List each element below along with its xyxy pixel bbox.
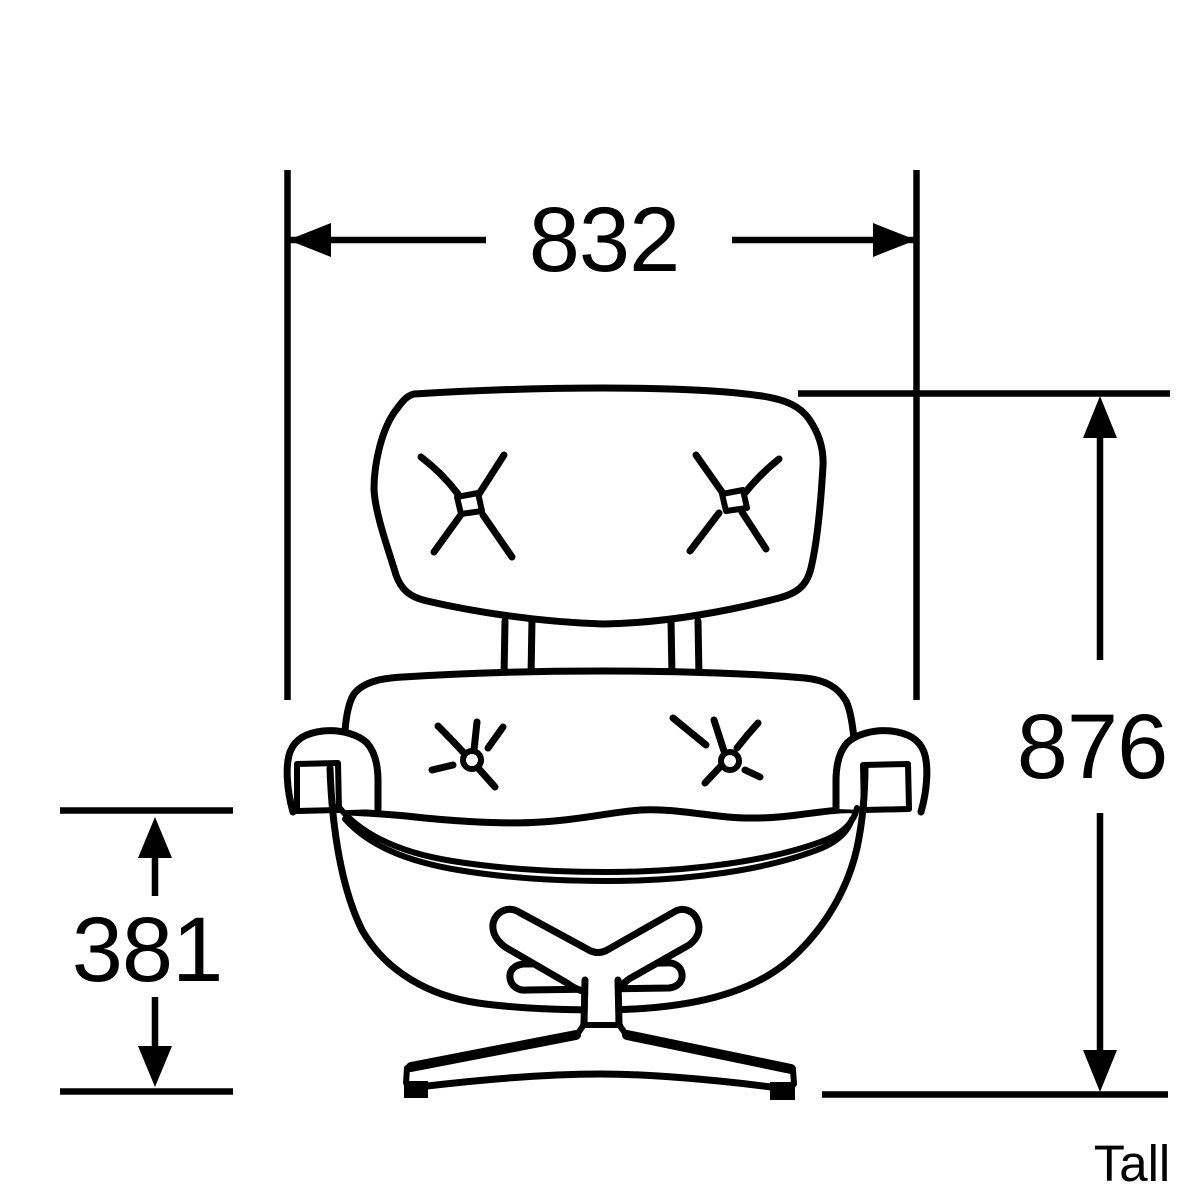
- arrowhead-up-icon: [1083, 396, 1117, 438]
- headrest: [370, 384, 827, 628]
- height-dimension: 876: [798, 390, 1170, 1098]
- backrest-button-tuft-left: [428, 718, 507, 791]
- width-dimension: 832: [284, 170, 920, 700]
- base-foot-right: [770, 1082, 795, 1100]
- headrest-button-tuft-left: [417, 451, 516, 561]
- headrest-button-tuft-right: [686, 451, 783, 555]
- seat-shell-rim-lower: [342, 816, 855, 884]
- backrest: [340, 667, 860, 827]
- seat-height-dimension-label: 381: [72, 899, 223, 1001]
- backrest-outline: [340, 667, 860, 827]
- arrowhead-up-icon: [138, 817, 172, 858]
- chair-drawing: [283, 384, 931, 1100]
- variant-note-label: Tall: [1094, 1135, 1171, 1192]
- base-foot-left: [404, 1081, 428, 1098]
- arrowhead-left-icon: [288, 223, 331, 257]
- arrowhead-down-icon: [138, 1046, 172, 1087]
- headrest-outline: [370, 384, 827, 628]
- base-legs: [403, 1030, 797, 1100]
- height-dimension-label: 876: [1017, 696, 1168, 798]
- armrest-right-arch: [832, 727, 931, 816]
- seat-shell-rim-upper: [335, 803, 860, 875]
- seat-height-dimension: 381: [60, 807, 233, 1095]
- base-column: [573, 976, 630, 1039]
- armrest-right: [832, 727, 931, 816]
- backrest-button-tuft-right: [669, 714, 764, 787]
- width-dimension-label: 832: [529, 189, 680, 291]
- arrowhead-down-icon: [1083, 1050, 1117, 1092]
- arrowhead-right-icon: [873, 223, 916, 257]
- swivel-base: [403, 905, 797, 1100]
- base-bottom-edge: [423, 1070, 775, 1091]
- backrest-support-posts: [500, 615, 703, 681]
